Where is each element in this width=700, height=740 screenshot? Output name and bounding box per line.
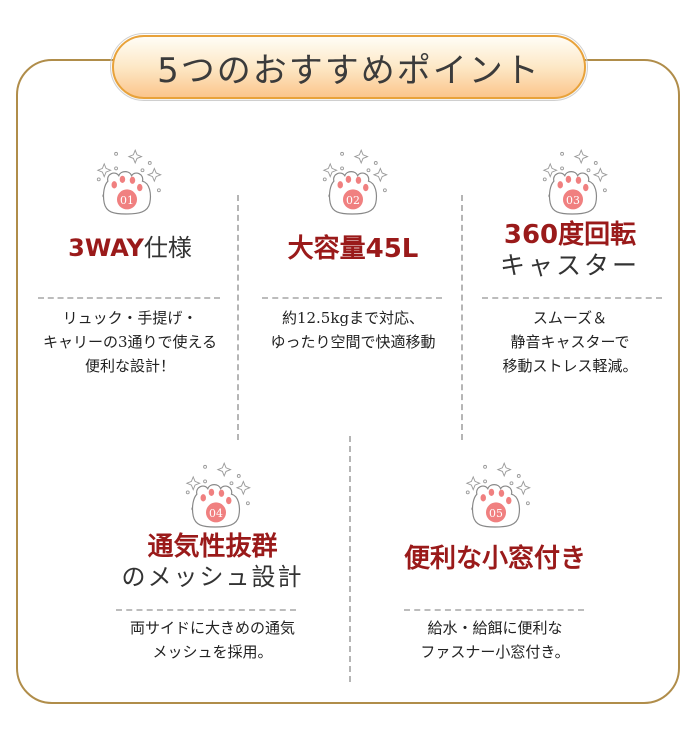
point-heading: 便利な小窓付き xyxy=(403,544,586,574)
heading-divider xyxy=(38,297,220,299)
points-frame xyxy=(16,59,680,704)
heading-divider xyxy=(262,297,442,299)
point-description: 給水・給餌に便利な ファスナー小窓付き。 xyxy=(420,619,570,661)
paw-icon: 04 xyxy=(175,455,257,537)
point-heading: 大容量45L xyxy=(287,234,419,264)
section-title: 5つのおすすめポイント xyxy=(157,50,541,91)
paw-icon: 02 xyxy=(312,142,394,224)
paw-icon: 03 xyxy=(532,142,614,224)
paw-icon: 01 xyxy=(86,142,168,224)
point-description: スムーズ＆ 静音キャスターで 移動ストレス軽減。 xyxy=(502,309,638,375)
point-number: 02 xyxy=(346,194,360,207)
point-number: 03 xyxy=(566,194,580,207)
column-divider xyxy=(349,436,351,682)
point-heading: 通気性抜群 のメッシュ設計 xyxy=(121,532,304,592)
section-title-banner: 5つのおすすめポイント xyxy=(110,33,588,101)
point-number: 01 xyxy=(120,194,134,207)
point-heading: 360度回転 キャスター xyxy=(499,220,640,281)
heading-divider xyxy=(404,609,584,611)
heading-divider xyxy=(482,297,662,299)
point-description: リュック・手提げ・ キャリーの3通りで使える 便利な設計！ xyxy=(42,309,218,375)
paw-icon: 05 xyxy=(455,455,537,537)
point-description: 約12.5kgまで対応、 ゆったり空間で快適移動 xyxy=(270,309,436,351)
point-number: 05 xyxy=(489,507,503,520)
column-divider xyxy=(237,195,239,440)
column-divider xyxy=(461,195,463,440)
point-description: 両サイドに大きめの通気 メッシュを採用。 xyxy=(129,619,295,661)
heading-divider xyxy=(116,609,296,611)
point-heading: 3WAY仕様 xyxy=(68,234,192,262)
point-number: 04 xyxy=(209,507,223,520)
